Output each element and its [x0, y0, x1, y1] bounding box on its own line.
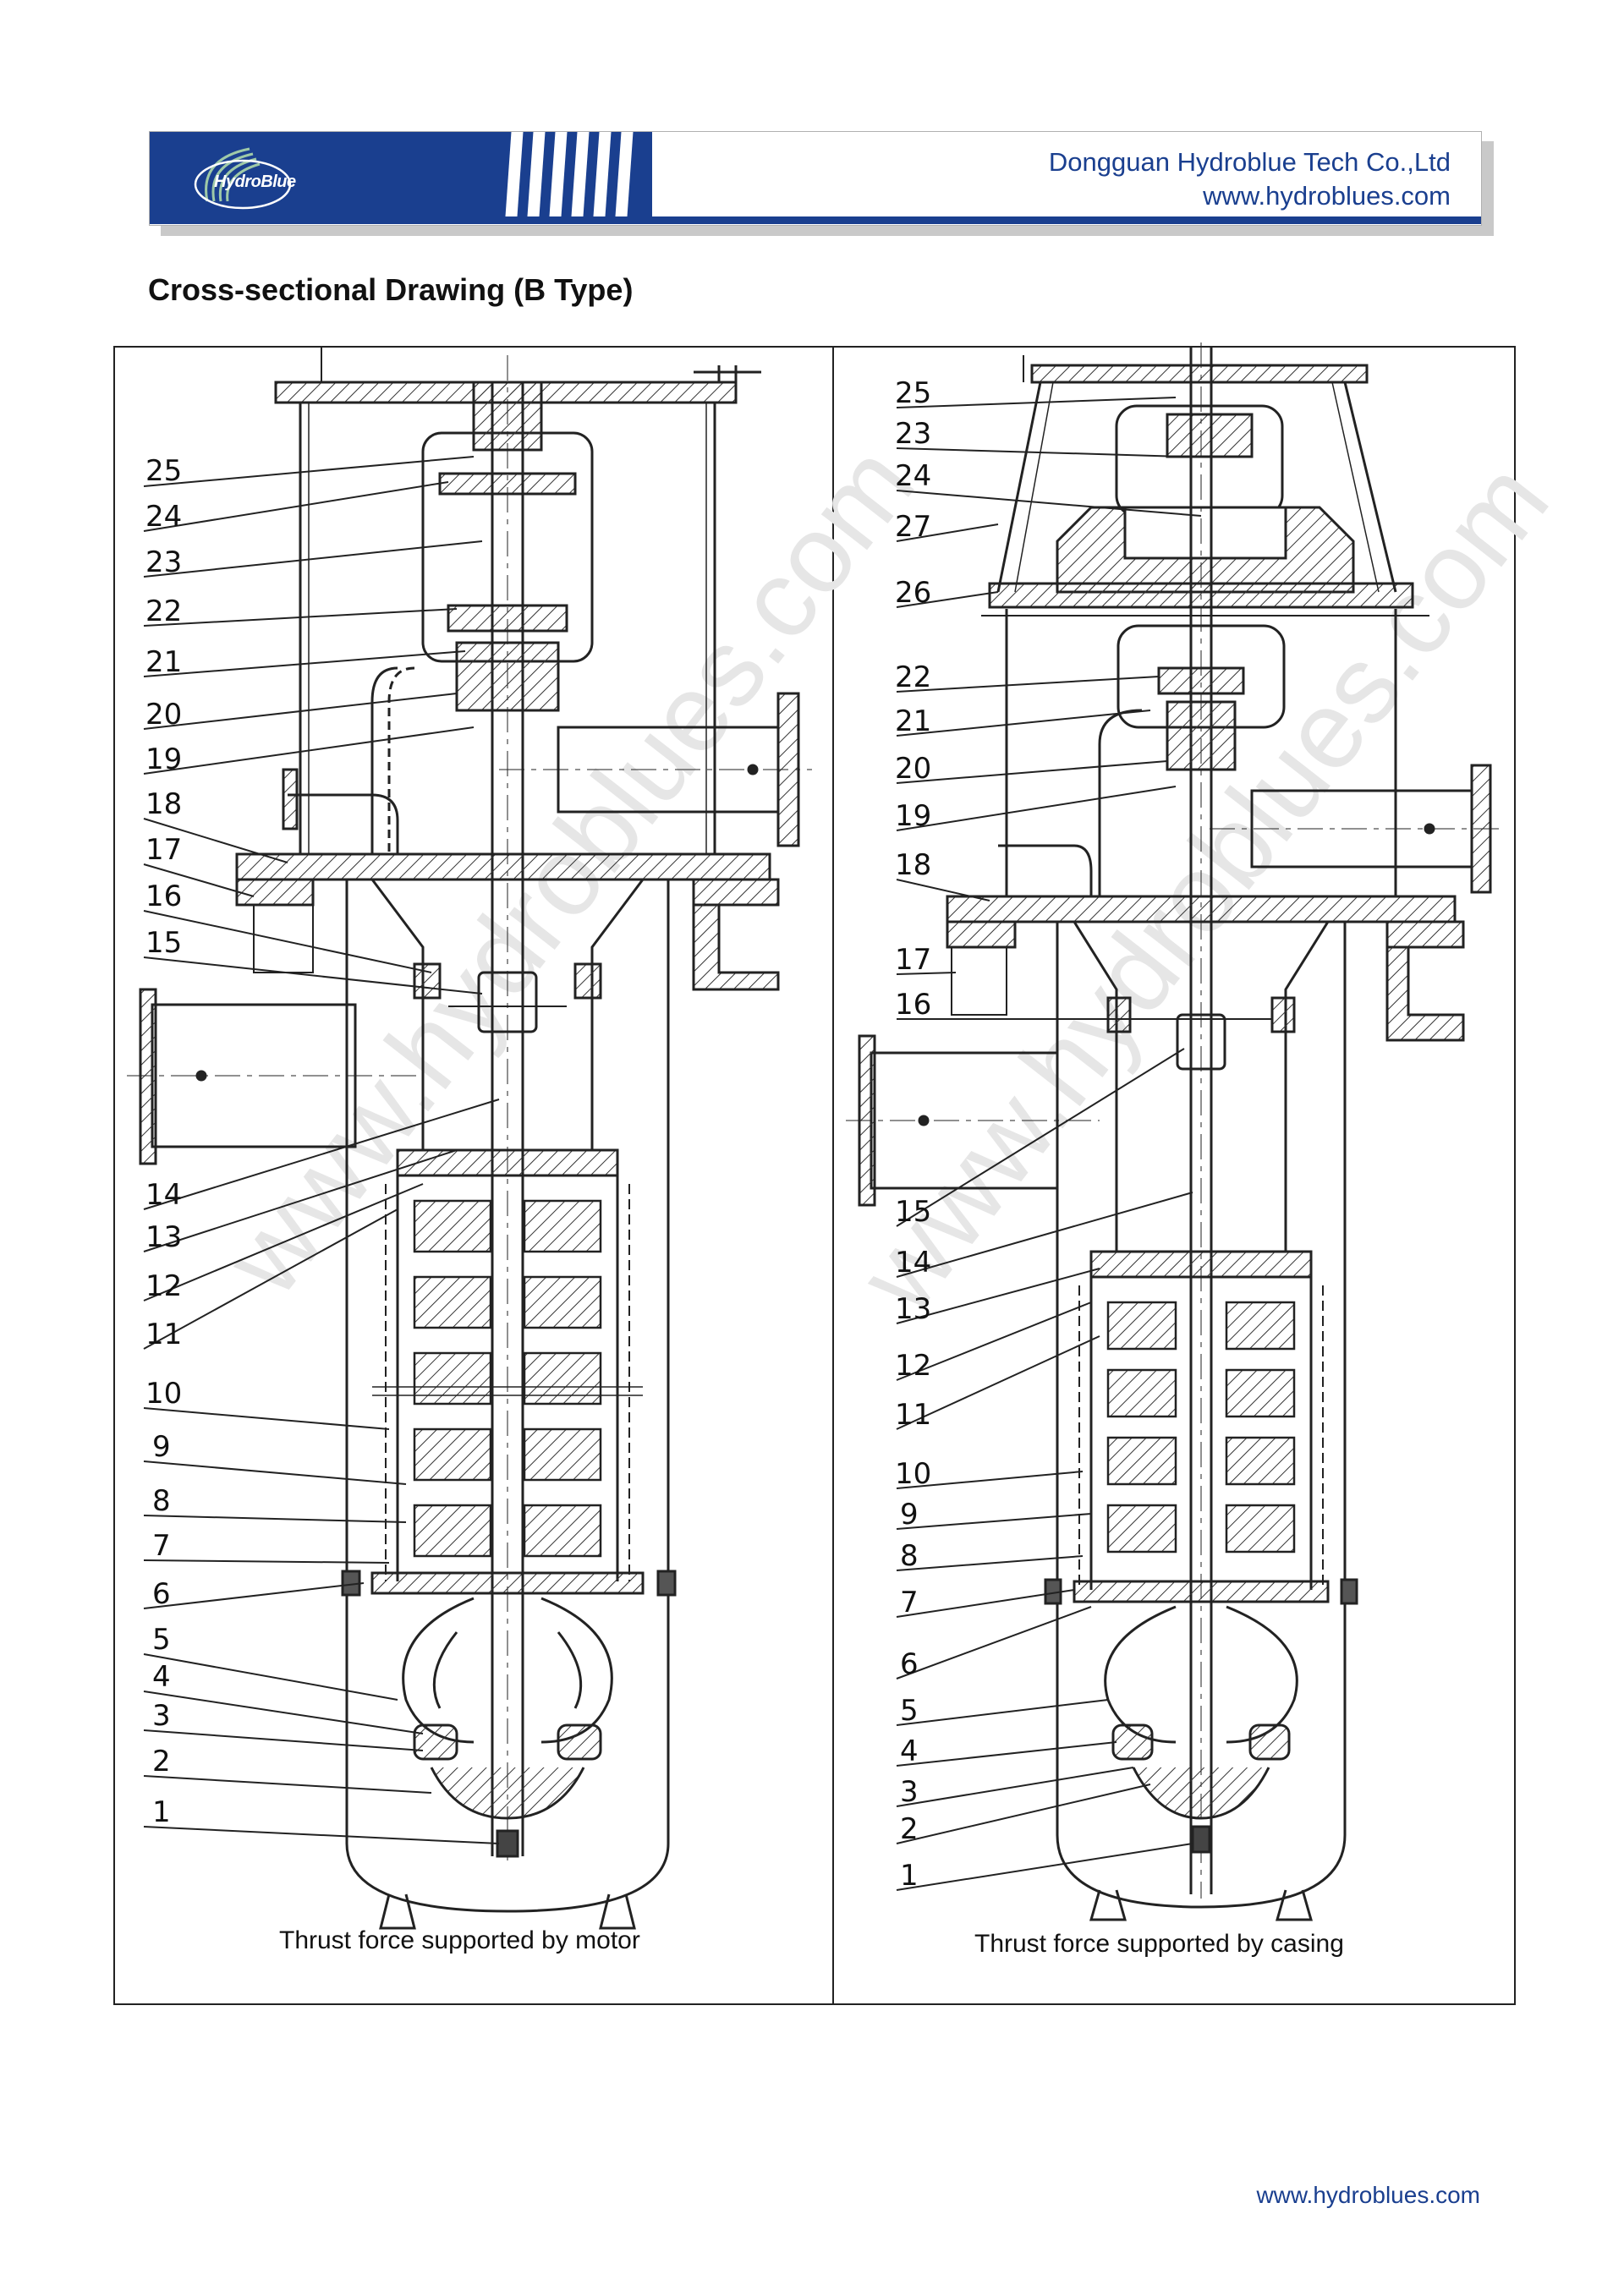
callout-label: 3: [900, 1775, 919, 1809]
left-pump-drawing: [127, 347, 812, 1930]
callout-label: 9: [900, 1498, 919, 1532]
callout-label: 19: [895, 799, 931, 833]
callout-label: 20: [145, 698, 182, 732]
company-info: Dongguan Hydroblue Tech Co.,Ltd www.hydr…: [1049, 145, 1451, 213]
callout-label: 16: [145, 879, 182, 913]
callout-label: 22: [145, 595, 182, 628]
callout-label: 7: [900, 1586, 919, 1619]
left-callout-leaders: [143, 456, 500, 1844]
callout-label: 8: [152, 1484, 171, 1518]
callout-label: 15: [145, 926, 182, 960]
callout-label: 23: [895, 417, 931, 451]
right-pump-drawing: [846, 342, 1506, 1921]
callout-label: 25: [145, 454, 182, 488]
callout-label: 21: [145, 645, 182, 679]
callout-label: 6: [900, 1647, 919, 1681]
drawing-divider: [832, 346, 834, 2005]
callout-label: 7: [152, 1529, 171, 1563]
banner-blue-block: HydroBlue: [150, 132, 652, 216]
callout-label: 20: [895, 752, 931, 786]
callout-label: 13: [895, 1292, 931, 1326]
right-caption: Thrust force supported by casing: [974, 1930, 1344, 1958]
right-callout-leaders: [896, 397, 1202, 1891]
callout-label: 1: [152, 1795, 171, 1829]
callout-label: 10: [895, 1457, 931, 1491]
callout-label: 17: [895, 943, 931, 977]
page-title: Cross-sectional Drawing (B Type): [148, 272, 634, 307]
left-caption: Thrust force supported by motor: [279, 1926, 640, 1954]
callout-label: 4: [900, 1734, 919, 1768]
callout-label: 2: [900, 1812, 919, 1846]
banner-panel: HydroBlue Dongguan Hydroblue Tech Co.,Lt…: [149, 131, 1482, 226]
callout-label: 26: [895, 576, 931, 610]
callout-label: 6: [152, 1577, 171, 1611]
callout-label: 18: [895, 848, 931, 882]
callout-label: 5: [900, 1694, 919, 1728]
callout-label: 2: [152, 1745, 171, 1778]
banner-underline: [150, 216, 1481, 224]
logo-text: HydroBlue: [214, 173, 296, 191]
callout-label: 13: [145, 1220, 182, 1254]
callout-label: 18: [145, 787, 182, 821]
callout-label: 1: [900, 1859, 919, 1893]
footer-url[interactable]: www.hydroblues.com: [1256, 2182, 1480, 2208]
callout-label: 22: [895, 660, 931, 694]
callout-label: 4: [152, 1660, 171, 1694]
header-banner: HydroBlue Dongguan Hydroblue Tech Co.,Lt…: [149, 131, 1494, 236]
callout-label: 5: [152, 1623, 171, 1657]
callout-label: 16: [895, 988, 931, 1022]
company-url[interactable]: www.hydroblues.com: [1203, 181, 1451, 211]
callout-label: 21: [895, 704, 931, 738]
callout-label: 10: [145, 1377, 182, 1411]
callout-label: 14: [895, 1246, 931, 1280]
callout-label: 24: [145, 500, 182, 534]
callout-label: 3: [152, 1699, 171, 1733]
callout-label: 25: [895, 376, 931, 410]
callout-label: 9: [152, 1430, 171, 1464]
callout-label: 12: [895, 1349, 931, 1383]
hydroblue-logo-icon: [194, 147, 292, 210]
right-callout-labels: 25 23 24 27 26 22 21 20 19 18 17 16 15 1…: [895, 376, 931, 1893]
callout-label: 12: [145, 1269, 182, 1303]
left-callout-labels: 25 24 23 22 21 20 19 18 17 16 15 14 13 1…: [145, 454, 182, 1829]
drawing-frame: [113, 346, 1516, 2005]
callout-label: 14: [145, 1178, 182, 1212]
callout-label: 8: [900, 1539, 919, 1573]
callout-label: 11: [895, 1398, 931, 1432]
callout-label: 19: [145, 743, 182, 776]
callout-label: 24: [895, 459, 931, 493]
callout-label: 15: [895, 1195, 931, 1229]
callout-label: 27: [895, 510, 931, 544]
company-name: Dongguan Hydroblue Tech Co.,Ltd: [1048, 147, 1451, 177]
callout-label: 17: [145, 833, 182, 867]
callout-label: 23: [145, 545, 182, 579]
callout-label: 11: [145, 1318, 182, 1351]
